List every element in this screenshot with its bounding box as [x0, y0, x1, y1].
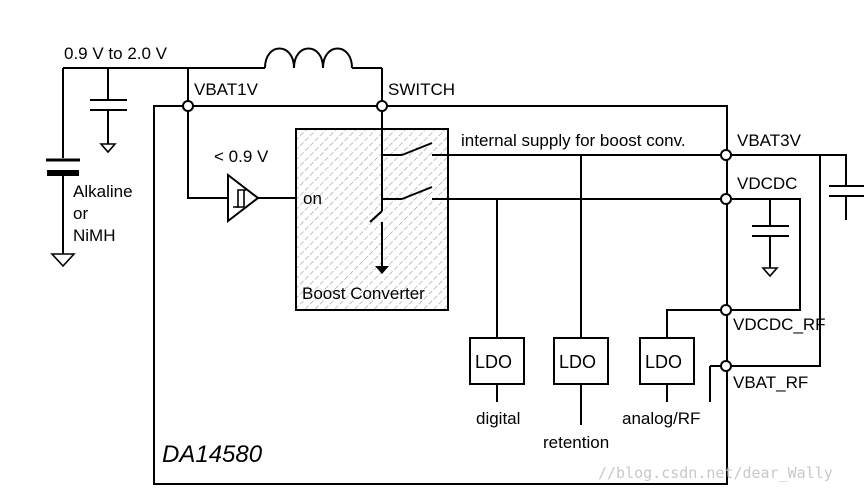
watermark-text: //blog.csdn.net/dear_Wally [598, 464, 833, 482]
supply-range-label: 0.9 V to 2.0 V [64, 44, 168, 63]
boost-converter-label: Boost Converter [302, 284, 425, 303]
pin-vbat3v [720, 149, 732, 161]
on-label: on [303, 189, 322, 208]
pin-switch [376, 100, 388, 112]
chip-outline [153, 105, 728, 485]
boost-ground-arrow-icon [375, 266, 389, 274]
vdcdc-capacitor-icon [752, 199, 789, 278]
battery-icon [46, 158, 80, 268]
ldo-retention-label: LDO [559, 352, 596, 372]
retention-label: retention [543, 433, 609, 452]
battery-type-line-1: Alkaline [73, 182, 133, 201]
inductor-icon [264, 47, 353, 69]
vdcdc-rf-label: VDCDC_RF [733, 315, 826, 334]
ldo-retention-box [553, 337, 609, 385]
switch-lever-2 [401, 186, 433, 200]
threshold-label: < 0.9 V [214, 147, 269, 166]
vbat3v-label: VBAT3V [737, 131, 802, 150]
pin-vbat1v [182, 100, 194, 112]
pin-vdcdc [720, 193, 732, 205]
comparator-icon [227, 172, 260, 224]
vdcdc-label: VDCDC [737, 174, 797, 193]
analog-rf-label: analog/RF [622, 409, 700, 428]
switch-label: SWITCH [388, 80, 455, 99]
ldo-digital-box [469, 337, 525, 385]
battery-type-line-2: or [73, 204, 88, 223]
ldo-digital-label: LDO [475, 352, 512, 372]
switch-lever-1 [401, 142, 433, 156]
digital-label: digital [476, 409, 520, 428]
battery-type-line-3: NiMH [73, 226, 116, 245]
pin-vdcdc-rf [720, 304, 732, 316]
internal-supply-label: internal supply for boost conv. [461, 131, 686, 150]
vbat1v-label: VBAT1V [194, 80, 259, 99]
vbat-rf-label: VBAT_RF [733, 373, 808, 392]
ldo-analog-label: LDO [645, 352, 682, 372]
input-capacitor-icon [90, 68, 127, 154]
pin-vbat-rf [720, 360, 732, 372]
chip-name-label: DA14580 [162, 441, 263, 468]
